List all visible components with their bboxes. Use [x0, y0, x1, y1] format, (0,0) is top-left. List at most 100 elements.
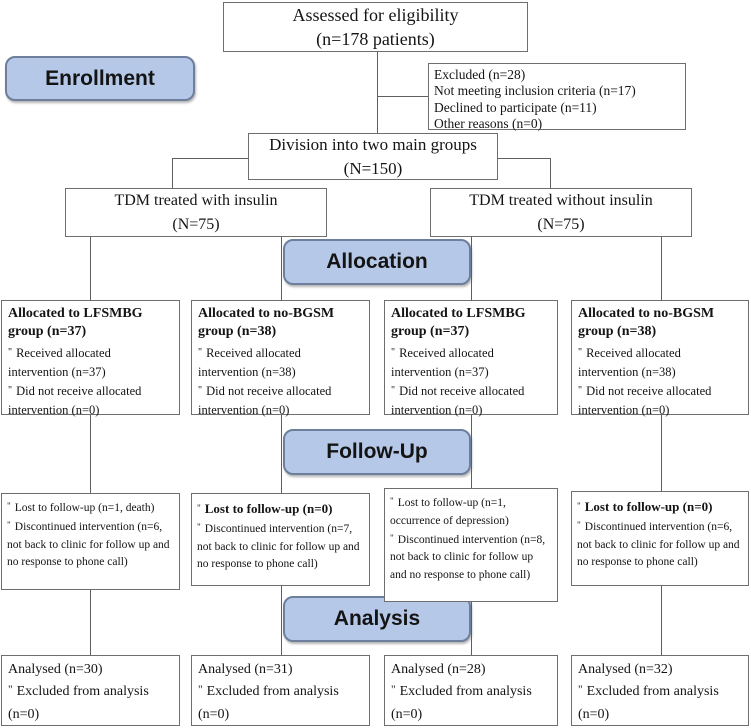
- item-marker: ": [197, 503, 202, 513]
- branch-right-box: TDM treated without insulin (N=75): [430, 188, 692, 237]
- division-box: Division into two main groups (N=150): [248, 133, 498, 180]
- analysis-item: "Excluded from analysis (n=0): [8, 681, 173, 726]
- allocation-item: "Received allocated intervention (n=37): [391, 344, 551, 382]
- analysis-item: "Excluded from analysis (n=0): [578, 681, 742, 726]
- followup-item: "Lost to follow-up (n=0): [197, 499, 364, 520]
- item-marker: ": [198, 384, 204, 396]
- allocation-item: "Received allocated intervention (n=37): [8, 344, 173, 382]
- analysis-box-2: Analysed (n=31) "Excluded from analysis …: [191, 655, 370, 726]
- allocation-item: "Received allocated intervention (n=38): [198, 344, 363, 382]
- line-division-to-left-branch: [172, 158, 173, 188]
- followup-item-text: Lost to follow-up (n=0): [584, 499, 713, 514]
- followup-box-3: "Lost to follow-up (n=1, occurrence of d…: [384, 488, 558, 602]
- item-marker: ": [8, 684, 14, 697]
- allocation-title: Allocated to LFSMBG group (n=37): [391, 306, 526, 340]
- item-marker: ": [391, 684, 397, 697]
- item-marker: ": [578, 347, 584, 359]
- line-followup-to-analysis-4: [661, 586, 662, 655]
- allocation-item-text: Did not receive allocated intervention (…: [391, 383, 525, 417]
- item-marker: ": [7, 519, 12, 530]
- item-marker: ": [198, 684, 204, 697]
- item-marker: ": [578, 384, 584, 396]
- allocation-item: "Did not receive allocated intervention …: [8, 382, 173, 420]
- analysis-item: "Excluded from analysis (n=0): [198, 681, 363, 726]
- line-allocation-to-followup-4: [661, 415, 662, 491]
- analysis-item-text: Excluded from analysis (n=0): [198, 684, 339, 722]
- analysis-box-3: Analysed (n=28) "Excluded from analysis …: [384, 655, 558, 726]
- phase-label-allocation-text: Allocation: [326, 250, 428, 273]
- allocation-item-text: Received allocated intervention (n=38): [578, 346, 681, 380]
- followup-item-text: Lost to follow-up (n=1, occurrence of de…: [390, 497, 509, 527]
- allocation-item-text: Did not receive allocated intervention (…: [8, 383, 142, 417]
- allocation-item: "Did not receive allocated intervention …: [198, 382, 363, 420]
- line-allocation-to-followup-2: [281, 415, 282, 493]
- analysis-title: Analysed (n=31): [198, 662, 293, 677]
- allocation-box-3: Allocated to LFSMBG group (n=37) "Receiv…: [384, 300, 558, 417]
- branch-right-line1: TDM treated without insulin: [469, 192, 653, 210]
- followup-item-text: Discontinued intervention (n=7, not back…: [197, 522, 360, 571]
- allocation-box-4: Allocated to no-BGSM group (n=38) "Recei…: [571, 300, 749, 417]
- item-marker: ": [8, 384, 14, 396]
- line-branch-to-allocation-2: [281, 237, 282, 300]
- allocation-title: Allocated to LFSMBG group (n=37): [8, 306, 143, 340]
- line-branch-to-allocation-1: [90, 237, 91, 300]
- branch-left-box: TDM treated with insulin (N=75): [65, 188, 327, 237]
- item-marker: ": [577, 519, 582, 530]
- followup-item: "Discontinued intervention (n=6, not bac…: [577, 518, 743, 572]
- line-branch-to-allocation-4: [661, 237, 662, 300]
- eligibility-line1: Assessed for eligibility: [292, 4, 459, 25]
- followup-item-text: Discontinued intervention (n=6, not back…: [577, 520, 740, 569]
- analysis-box-1: Analysed (n=30) "Excluded from analysis …: [1, 655, 180, 726]
- allocation-item: "Did not receive allocated intervention …: [578, 382, 742, 420]
- phase-label-followup: Follow-Up: [283, 429, 471, 475]
- line-followup-to-analysis-2: [281, 586, 282, 655]
- allocation-title: Allocated to no-BGSM group (n=38): [578, 306, 715, 340]
- item-marker: ": [391, 384, 397, 396]
- allocation-box-1: Allocated to LFSMBG group (n=37) "Receiv…: [1, 300, 180, 417]
- followup-item: "Discontinued intervention (n=8, not bac…: [390, 531, 552, 585]
- analysis-box-4: Analysed (n=32) "Excluded from analysis …: [571, 655, 749, 726]
- allocation-item: "Received allocated intervention (n=38): [578, 344, 742, 382]
- followup-item: "Lost to follow-up (n=0): [577, 497, 743, 518]
- analysis-title: Analysed (n=30): [8, 662, 103, 677]
- followup-item: "Lost to follow-up (n=1, occurrence of d…: [390, 494, 552, 531]
- item-marker: ": [390, 496, 395, 506]
- followup-item-text: Lost to follow-up (n=0): [204, 501, 333, 516]
- followup-item: "Lost to follow-up (n=1, death): [7, 499, 174, 518]
- excluded-line: Not meeting inclusion criteria (n=17): [434, 83, 636, 99]
- excluded-line: Excluded (n=28): [434, 67, 526, 82]
- line-allocation-to-followup-1: [90, 415, 91, 493]
- allocation-item-text: Received allocated intervention (n=37): [8, 346, 111, 380]
- allocation-item-text: Did not receive allocated intervention (…: [198, 383, 332, 417]
- item-marker: ": [8, 347, 14, 359]
- phase-label-enrollment: Enrollment: [5, 56, 195, 101]
- line-division-left-elbow: [172, 158, 248, 159]
- phase-label-analysis: Analysis: [283, 596, 471, 642]
- allocation-item-text: Received allocated intervention (n=37): [391, 346, 494, 380]
- analysis-item-text: Excluded from analysis (n=0): [391, 684, 532, 722]
- line-allocation-to-followup-3: [471, 415, 472, 488]
- excluded-box: Excluded (n=28) Not meeting inclusion cr…: [428, 63, 686, 131]
- allocation-box-2: Allocated to no-BGSM group (n=38) "Recei…: [191, 300, 370, 417]
- followup-item: "Discontinued intervention (n=7, not bac…: [197, 520, 364, 574]
- branch-left-line1: TDM treated with insulin: [114, 192, 278, 210]
- analysis-title: Analysed (n=28): [391, 662, 486, 677]
- division-line1: Division into two main groups: [269, 134, 477, 154]
- phase-label-analysis-text: Analysis: [333, 607, 421, 630]
- analysis-item: "Excluded from analysis (n=0): [391, 681, 551, 726]
- item-marker: ": [577, 501, 582, 511]
- item-marker: ": [390, 532, 395, 543]
- line-division-to-right-branch: [550, 158, 551, 188]
- analysis-item-text: Excluded from analysis (n=0): [578, 684, 719, 722]
- line-to-excluded-box: [377, 96, 428, 97]
- followup-box-4: "Lost to follow-up (n=0) "Discontinued i…: [571, 491, 749, 586]
- eligibility-box: Assessed for eligibility (n=178 patients…: [223, 2, 528, 52]
- followup-item-text: Discontinued intervention (n=6, not back…: [7, 520, 170, 569]
- allocation-item-text: Did not receive allocated intervention (…: [578, 383, 712, 417]
- line-eligibility-to-division: [377, 52, 378, 133]
- line-branch-to-allocation-3: [471, 237, 472, 300]
- followup-item-text: Discontinued intervention (n=8, not back…: [390, 533, 546, 582]
- followup-item-text: Lost to follow-up (n=1, death): [14, 502, 155, 514]
- followup-box-2: "Lost to follow-up (n=0) "Discontinued i…: [191, 493, 370, 586]
